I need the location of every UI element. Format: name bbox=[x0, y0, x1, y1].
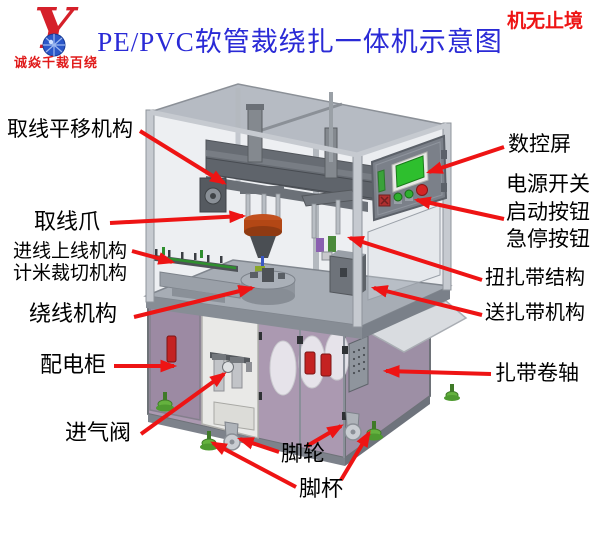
page-title: PE/PVC软管裁绕扎一体机示意图 bbox=[97, 27, 503, 57]
label-wire-transfer: 取线平移机构 bbox=[7, 117, 133, 141]
label-start-button: 启动按钮 bbox=[506, 200, 590, 224]
label-tie-twist: 扭扎带结构 bbox=[485, 267, 585, 289]
arrow-tie-feed bbox=[370, 285, 483, 317]
power-switch-knob bbox=[378, 194, 391, 207]
arrow-buttons bbox=[413, 196, 505, 221]
arrow-tie-spool bbox=[382, 364, 492, 378]
label-meter-cutting: 计米裁切机构 bbox=[13, 263, 128, 284]
label-cnc-screen: 数控屏 bbox=[508, 132, 571, 156]
label-winding: 绕线机构 bbox=[29, 301, 118, 326]
label-power-cabinet: 配电柜 bbox=[40, 352, 107, 377]
door-handle-right bbox=[320, 353, 332, 377]
vent-box bbox=[348, 335, 369, 393]
company-logo: Y 诚焱千裁百绕 bbox=[12, 2, 122, 74]
table-top bbox=[143, 259, 453, 339]
estop-button bbox=[416, 184, 428, 196]
arrow-winding bbox=[133, 285, 256, 319]
label-air-inlet: 进气阀 bbox=[65, 420, 132, 445]
panel-handle bbox=[377, 169, 386, 193]
label-power-switch: 电源开关 bbox=[506, 172, 590, 196]
arrow-tie-twist bbox=[346, 236, 483, 282]
label-wire-infeed: 进线上线机构 bbox=[13, 241, 128, 262]
label-estop-button: 急停按钮 bbox=[506, 227, 590, 251]
electrical-door-handle bbox=[166, 335, 177, 363]
cnc-screen bbox=[395, 155, 425, 188]
tie-twist-head bbox=[301, 92, 357, 261]
label-wire-gripper: 取线爪 bbox=[34, 209, 101, 234]
winding-turntable bbox=[240, 268, 296, 305]
logo-tagline: 诚焱千裁百绕 bbox=[14, 55, 99, 70]
arrow-air-inlet bbox=[139, 372, 227, 436]
start-buttons bbox=[393, 189, 414, 204]
arrow-footcup-right bbox=[339, 430, 371, 482]
right-lower-clear-panel bbox=[367, 204, 441, 301]
label-foot-cup: 脚杯 bbox=[299, 476, 344, 501]
motto-text: 机无止境 bbox=[507, 11, 584, 32]
arrow-caster-right bbox=[305, 424, 344, 448]
wire-gripper bbox=[240, 186, 284, 274]
arrow-wire-gripper bbox=[109, 210, 247, 225]
door-hinges bbox=[256, 332, 348, 420]
arrow-wire-infeed bbox=[131, 249, 176, 265]
label-caster: 脚轮 bbox=[281, 441, 326, 466]
label-tie-feed: 送扎带机构 bbox=[485, 302, 585, 324]
arrow-wire-transfer bbox=[138, 129, 227, 185]
arrow-footcup-left bbox=[210, 441, 297, 489]
annotation-arrows bbox=[109, 129, 505, 489]
door-handle-left bbox=[304, 351, 316, 375]
arrow-cnc-screen bbox=[425, 145, 505, 174]
globe-icon bbox=[42, 33, 66, 57]
arrow-caster-left bbox=[236, 437, 280, 454]
panel-cutout bbox=[213, 401, 255, 431]
label-tie-spool: 扎带卷轴 bbox=[495, 361, 579, 385]
